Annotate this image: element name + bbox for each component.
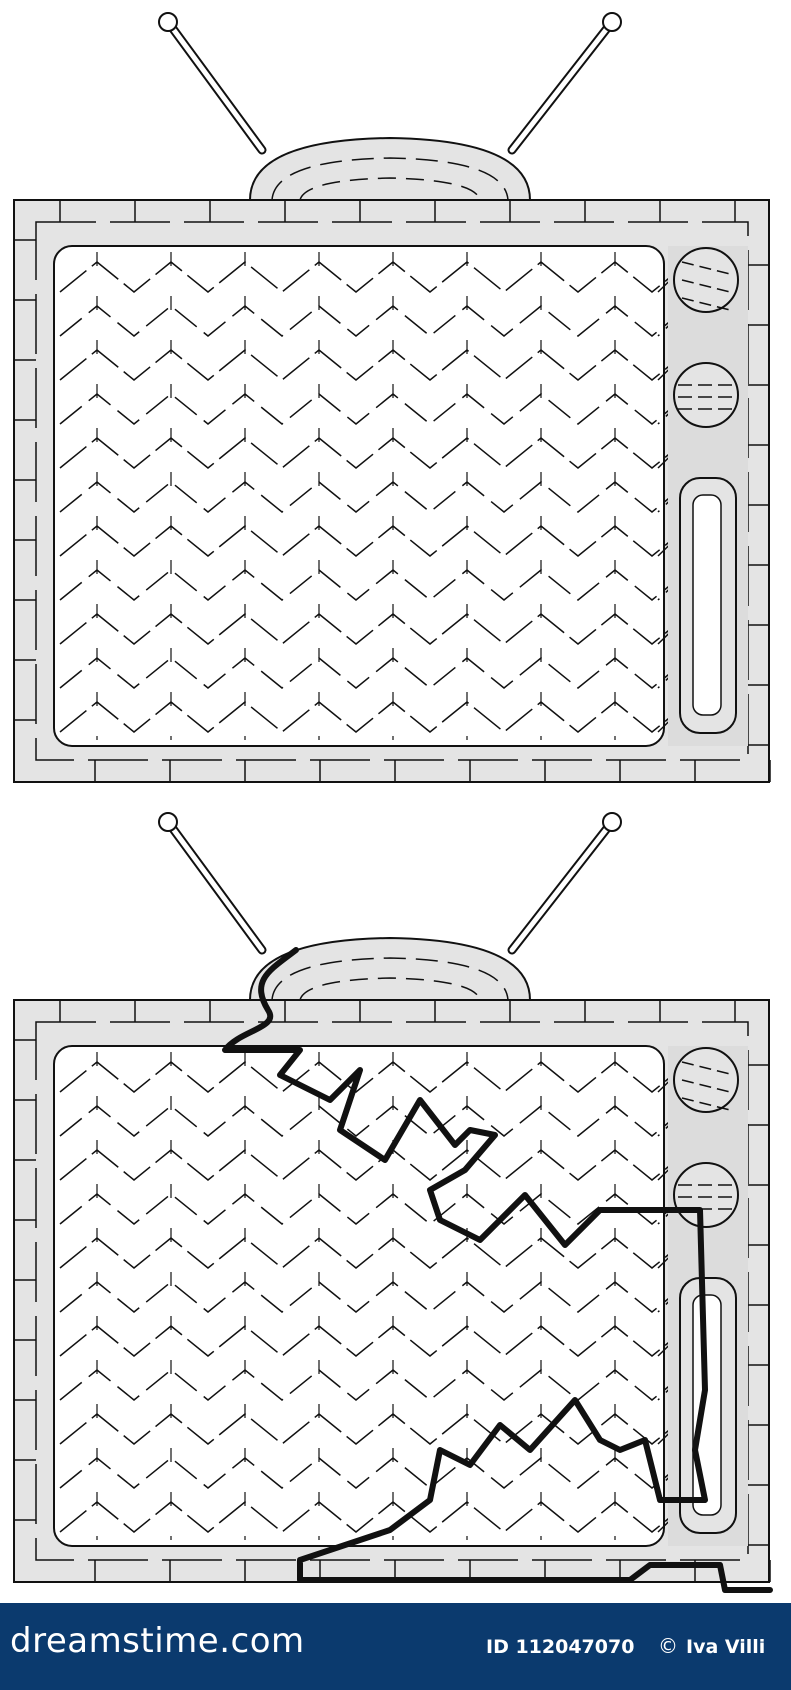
tv-maze-unsolved xyxy=(0,0,791,800)
tv-knobs xyxy=(668,246,748,746)
zigzag-maze-walls xyxy=(59,1052,690,1540)
solution-path xyxy=(222,947,773,1593)
tv-maze-drawing xyxy=(13,812,773,1593)
tv-dome xyxy=(248,936,532,1001)
zigzag-maze-walls xyxy=(59,252,690,740)
image-id-label: ID 112047070 xyxy=(486,1636,635,1658)
author-name: Iva Villi xyxy=(686,1636,766,1658)
tv-screen xyxy=(53,1045,690,1547)
antenna-group xyxy=(158,812,622,955)
tv-maze-solved xyxy=(0,800,791,1600)
tv-dome xyxy=(248,136,532,201)
brand-logo-text[interactable]: dreamstime.com xyxy=(10,1621,305,1661)
copyright-icon: © xyxy=(658,1634,678,1658)
tv-knobs xyxy=(668,1046,748,1546)
tv-maze-drawing xyxy=(13,12,771,783)
tv-screen xyxy=(53,245,690,747)
footer-bar: dreamstime.com ID 112047070 © Iva Villi xyxy=(0,1603,791,1690)
antenna-group xyxy=(158,12,622,155)
